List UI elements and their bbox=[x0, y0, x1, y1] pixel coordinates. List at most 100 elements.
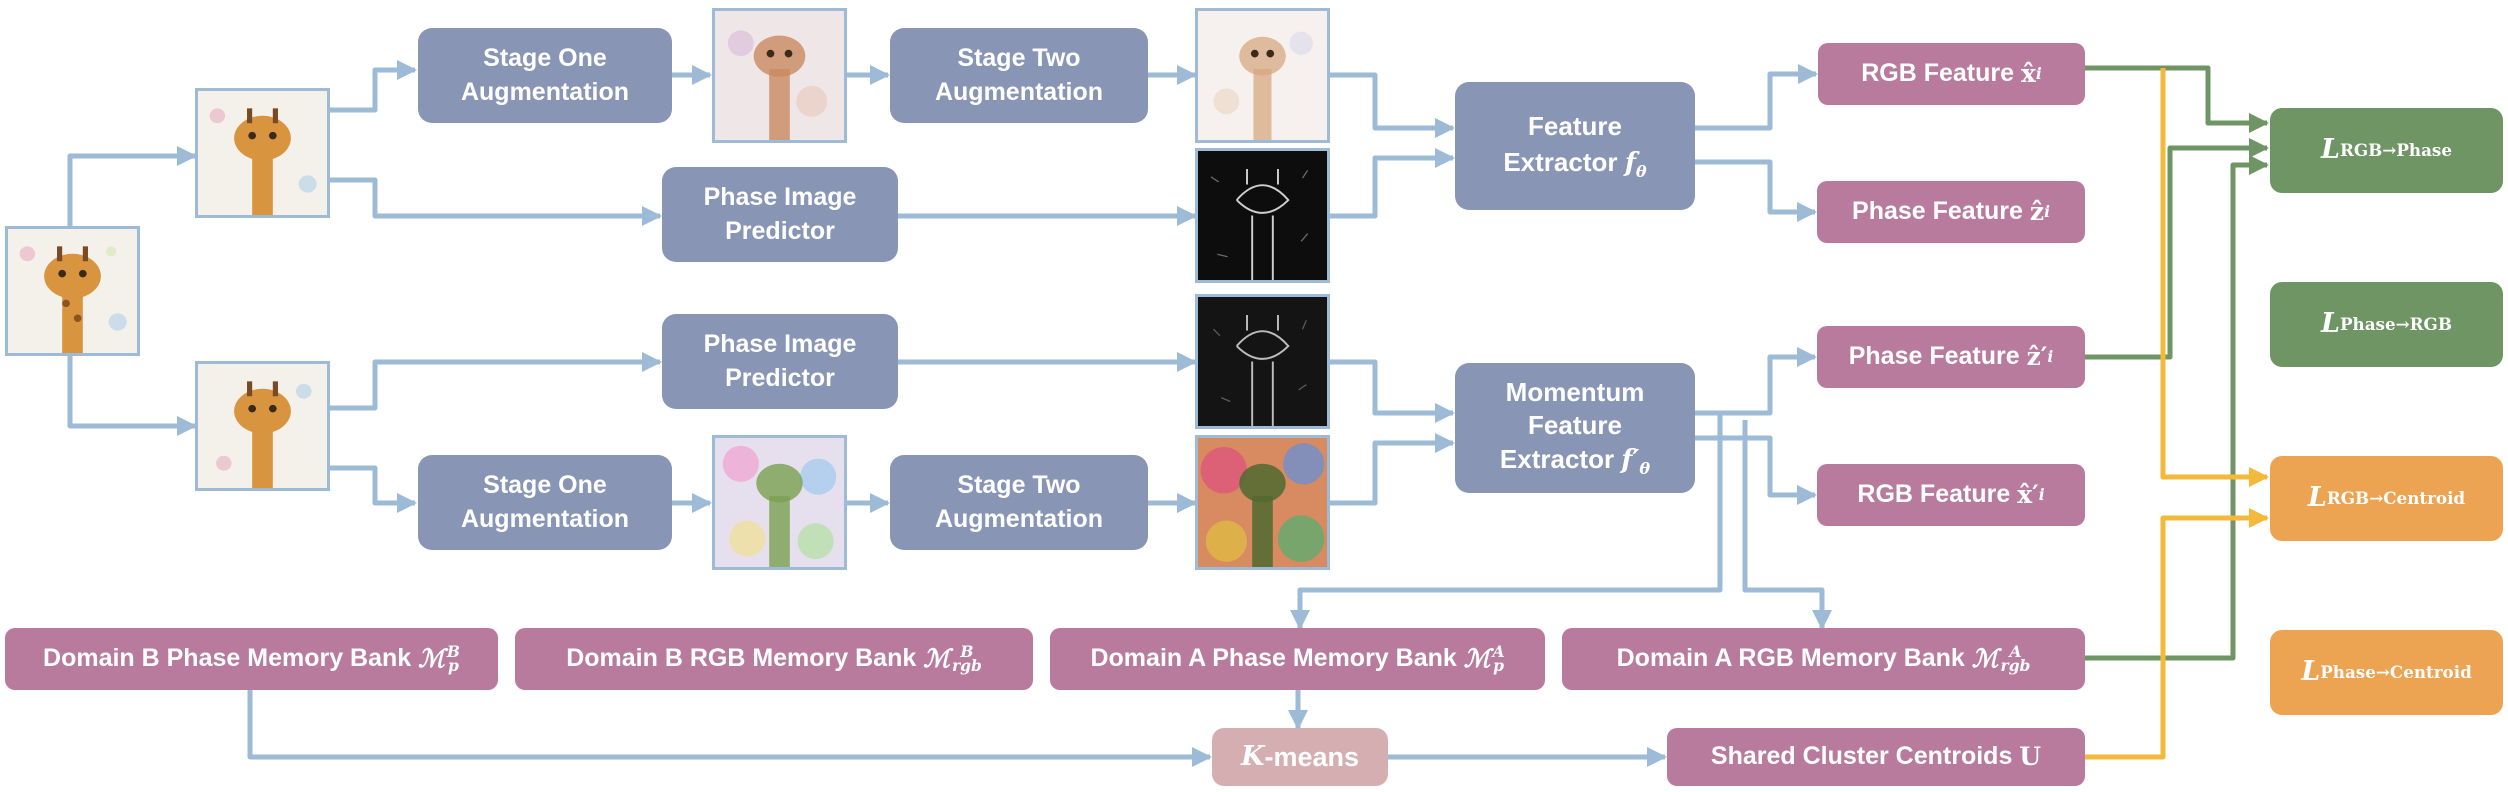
box-line: Stage One bbox=[483, 470, 607, 499]
feature-symbol: ẑ′ bbox=[2026, 342, 2048, 372]
momentum-symbol: f′ bbox=[1621, 445, 1640, 476]
stage-one-image-bottom bbox=[712, 435, 847, 570]
phase-image-bottom bbox=[1198, 297, 1327, 426]
box-line: Phase Image bbox=[703, 329, 857, 358]
arrow-phase-image-to-extractor bbox=[1330, 148, 1455, 219]
arrow-rgb-feature-to-centroid-loss bbox=[2160, 68, 2269, 487]
feature-label: Phase Feature bbox=[1852, 197, 2023, 226]
rgb-feature-bottom: RGB Feature x̂′i bbox=[1817, 464, 2085, 526]
box-line: Augmentation bbox=[934, 504, 1104, 533]
arrow-phase-image-bottom-to-momentum bbox=[1330, 359, 1455, 423]
bank-superscript: A bbox=[1492, 642, 1505, 662]
arrow-view-bottom-to-stage-one bbox=[330, 465, 417, 513]
bank-label: Domain B Phase Memory Bank bbox=[43, 644, 412, 673]
arrow-view-top-to-phase-predictor bbox=[330, 177, 662, 226]
feature-symbol: x̂ bbox=[2020, 59, 2036, 89]
feature-symbol: ẑ bbox=[2029, 197, 2045, 227]
bank-subscript: rgb bbox=[2000, 656, 2031, 675]
loss-symbol: L bbox=[2301, 656, 2321, 688]
bank-superscript: A bbox=[2009, 642, 2022, 662]
arrow-b-phase-bank-to-kmeans bbox=[247, 690, 1212, 767]
bank-symbol: ℳ bbox=[923, 644, 950, 674]
feature-subscript: i bbox=[2047, 346, 2054, 366]
arrow-input-to-view-top bbox=[67, 146, 197, 226]
bank-label: Domain B RGB Memory Bank bbox=[566, 644, 917, 673]
box-line: Predictor bbox=[725, 216, 835, 245]
bank-symbol: ℳ bbox=[1971, 644, 1999, 674]
k-means-box: K-means bbox=[1212, 728, 1388, 786]
phase-image-bottom bbox=[1195, 294, 1330, 429]
feature-symbol: x̂′ bbox=[2017, 480, 2039, 510]
bank-symbol: ℳ bbox=[418, 644, 445, 674]
stage-one-augmented-image-bottom bbox=[715, 438, 844, 567]
loss-subscript: Phase→Centroid bbox=[2320, 662, 2472, 683]
giraffe-view-1 bbox=[198, 91, 327, 215]
arrow-aug-image-bottom-to-momentum bbox=[1330, 433, 1455, 506]
box-line: Augmentation bbox=[460, 77, 630, 106]
arrow-phase-feature-bottom-to-loss bbox=[2085, 138, 2269, 360]
stage-two-augmented-image-bottom bbox=[1198, 438, 1327, 567]
box-line: Augmentation bbox=[934, 77, 1104, 106]
giraffe-view-2 bbox=[198, 364, 327, 488]
stage-one-image-top bbox=[712, 8, 847, 143]
arrow-view-top-to-stage-one bbox=[330, 60, 417, 113]
loss-symbol: L bbox=[2320, 134, 2340, 166]
bank-label: Domain A Phase Memory Bank bbox=[1090, 644, 1457, 673]
feature-label: RGB Feature bbox=[1857, 480, 2011, 509]
view-image-top bbox=[195, 88, 330, 218]
arrow-extractor-to-rgb-feature bbox=[1695, 64, 1818, 131]
arrow-input-to-view-bottom bbox=[67, 355, 197, 436]
bank-superscript: B bbox=[446, 642, 460, 662]
extractor-word: Extractor bbox=[1499, 444, 1615, 475]
kmeans-text: -means bbox=[1264, 741, 1359, 772]
bank-subscript: rgb bbox=[951, 656, 982, 675]
box-line: Feature bbox=[1528, 111, 1622, 142]
phase-image-top bbox=[1198, 151, 1327, 280]
feature-label: RGB Feature bbox=[1861, 59, 2015, 88]
arrow-extractor-to-phase-feature bbox=[1695, 159, 1817, 222]
feature-subscript: i bbox=[2038, 484, 2045, 504]
bank-symbol: ℳ bbox=[1463, 644, 1491, 674]
bank-subscript: p bbox=[1493, 656, 1504, 675]
loss-symbol: L bbox=[2320, 308, 2340, 340]
loss-subscript: RGB→Centroid bbox=[2326, 488, 2466, 509]
box-line: Stage Two bbox=[957, 470, 1081, 499]
bank-subscript: p bbox=[448, 656, 459, 675]
extractor-symbol: f bbox=[1624, 147, 1636, 178]
stage-two-image-top bbox=[1195, 8, 1330, 143]
box-line: Extractor f′θ bbox=[1500, 443, 1650, 480]
input-image bbox=[5, 226, 140, 356]
momentum-subscript: θ bbox=[1639, 459, 1651, 479]
box-line: Augmentation bbox=[460, 504, 630, 533]
feature-subscript: i bbox=[2044, 201, 2050, 221]
arrow-momentum-to-rgb-feature bbox=[1695, 435, 1817, 505]
arrow-view-bottom-to-phase-predictor bbox=[330, 352, 662, 411]
loss-symbol: L bbox=[2307, 482, 2327, 514]
box-line: Extractor fθ bbox=[1503, 145, 1646, 183]
box-line: Feature bbox=[1528, 410, 1622, 441]
centroids-symbol: U bbox=[2019, 742, 2042, 772]
box-line: Phase Image bbox=[703, 182, 857, 211]
box-line: Stage Two bbox=[957, 43, 1081, 72]
bank-superscript: B bbox=[960, 642, 974, 662]
feature-subscript: i bbox=[2035, 63, 2042, 83]
